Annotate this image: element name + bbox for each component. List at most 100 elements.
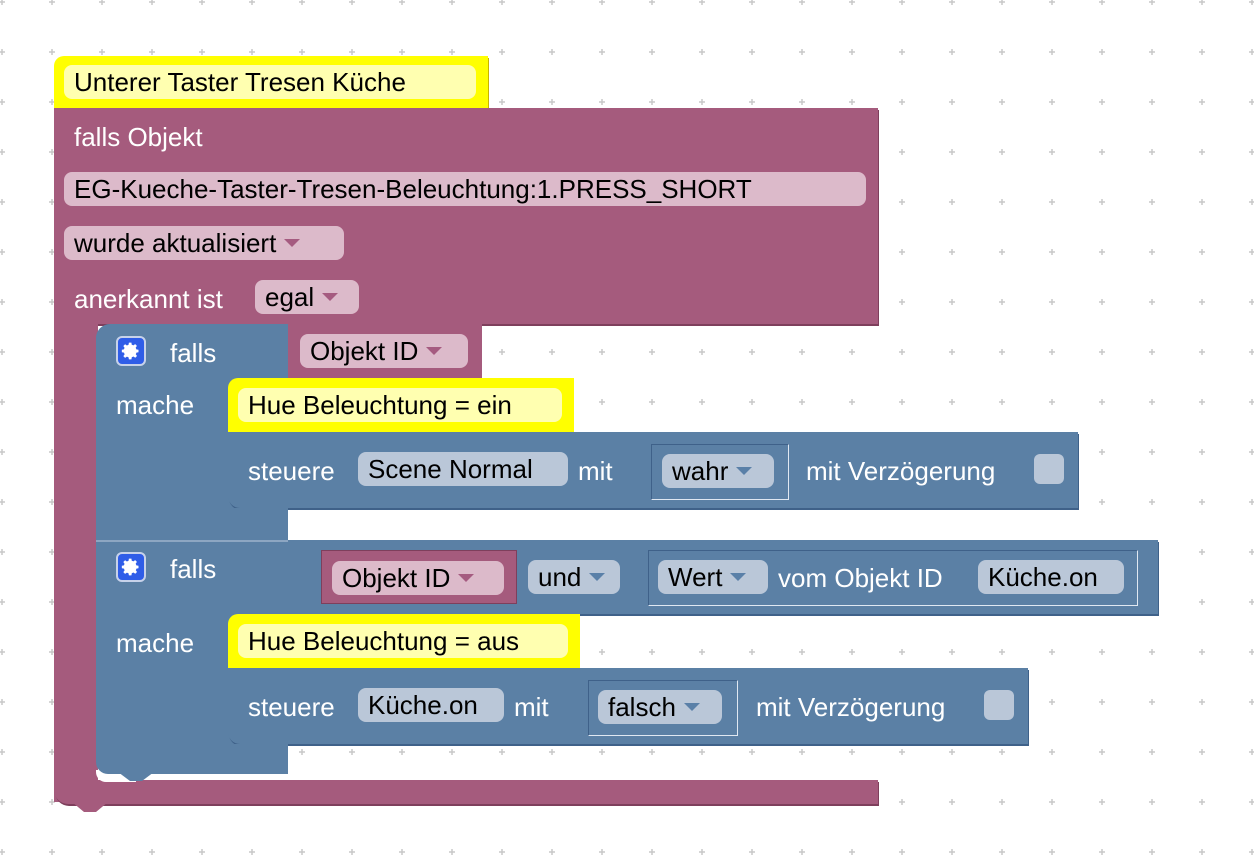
if1-value: wahr (672, 456, 729, 486)
if1-delay-checkbox[interactable] (1034, 454, 1064, 484)
grid-mark (999, 149, 1005, 155)
grid-mark (699, 49, 705, 55)
ack-label: anerkannt ist (74, 284, 223, 314)
grid-mark (0, 699, 5, 705)
if1-comment-block[interactable]: Hue Beleuchtung = ein (228, 378, 574, 432)
grid-mark (499, 749, 505, 755)
grid-mark (1199, 349, 1205, 355)
comment-block-top[interactable]: Unterer Taster Tresen Küche (54, 56, 488, 108)
grid-mark (1099, 799, 1105, 805)
if1-target-field[interactable]: Scene Normal (358, 452, 568, 486)
if2-right-object-field[interactable]: Küche.on (978, 560, 1124, 594)
if1-value-dropdown[interactable]: wahr (662, 454, 774, 488)
grid-mark (1049, 199, 1055, 205)
grid-mark (899, 649, 905, 655)
grid-mark (0, 249, 5, 255)
if2-value-dropdown[interactable]: falsch (598, 690, 722, 724)
grid-mark (1249, 399, 1254, 405)
grid-mark (749, 849, 755, 855)
grid-mark (0, 399, 5, 405)
grid-mark (599, 49, 605, 55)
grid-mark (999, 349, 1005, 355)
grid-mark (949, 849, 955, 855)
grid-mark (499, 349, 505, 355)
grid-mark (1049, 749, 1055, 755)
if2-right-socket (648, 550, 1138, 606)
delay-label: mit Verzögerung (756, 692, 946, 722)
gear-icon[interactable] (116, 552, 146, 582)
grid-mark (499, 99, 505, 105)
comment-text[interactable]: Unterer Taster Tresen Küche (64, 65, 476, 99)
if2-comment-text[interactable]: Hue Beleuchtung = aus (238, 624, 568, 658)
if2-right-prop-dropdown[interactable]: Wert (658, 560, 768, 594)
if2-bottom-notch (118, 772, 154, 781)
grid-mark (799, 99, 805, 105)
grid-mark (699, 99, 705, 105)
grid-mark (1249, 99, 1254, 105)
if2-value: falsch (608, 692, 676, 722)
grid-mark (949, 99, 955, 105)
if1-condition-block[interactable]: Objekt ID (288, 324, 482, 378)
if2-right-prop: Wert (668, 562, 723, 592)
if2-control-block[interactable]: steuere Küche.on mit falsch mit Verzöger… (228, 668, 1028, 744)
grid-mark (799, 399, 805, 405)
grid-mark (1199, 749, 1205, 755)
grid-mark (1249, 599, 1254, 605)
grid-mark (899, 49, 905, 55)
grid-mark (249, 849, 255, 855)
grid-mark (699, 649, 705, 655)
grid-mark (949, 249, 955, 255)
grid-mark (399, 749, 405, 755)
grid-mark (899, 0, 905, 5)
grid-mark (1199, 599, 1205, 605)
grid-mark (1049, 249, 1055, 255)
grid-mark (1149, 49, 1155, 55)
if1-comment-text[interactable]: Hue Beleuchtung = ein (238, 388, 562, 422)
grid-mark (399, 49, 405, 55)
grid-mark (1199, 49, 1205, 55)
grid-mark (1149, 299, 1155, 305)
grid-mark (799, 749, 805, 755)
object-id-field[interactable]: EG-Kueche-Taster-Tresen-Beleuchtung:1.PR… (64, 172, 866, 206)
grid-mark (1049, 99, 1055, 105)
gear-icon[interactable] (116, 336, 146, 366)
if2-left-dropdown[interactable]: Objekt ID (332, 561, 504, 595)
grid-mark (999, 649, 1005, 655)
grid-mark (49, 49, 55, 55)
condition-dropdown[interactable]: wurde aktualisiert (64, 226, 344, 260)
if2-value-socket (588, 680, 738, 736)
if2-condition-block[interactable]: Objekt ID und Wert vom Objekt ID Küche.o… (288, 540, 1158, 614)
grid-mark (0, 99, 5, 105)
grid-mark (1049, 349, 1055, 355)
if2-left-operand[interactable]: Objekt ID (321, 550, 517, 604)
grid-mark (1149, 799, 1155, 805)
grid-mark (1099, 0, 1105, 5)
grid-mark (49, 849, 55, 855)
grid-mark (949, 749, 955, 755)
grid-mark (1149, 399, 1155, 405)
grid-mark (999, 799, 1005, 805)
control-label: steuere (248, 692, 335, 722)
grid-mark (1149, 699, 1155, 705)
if1-condition-dropdown[interactable]: Objekt ID (300, 334, 468, 368)
grid-mark (1249, 649, 1254, 655)
trigger-block[interactable]: falls Objekt EG-Kueche-Taster-Tresen-Bel… (54, 108, 878, 324)
delay-label: mit Verzögerung (806, 456, 996, 486)
grid-mark (0, 349, 5, 355)
if2-target-field[interactable]: Küche.on (358, 688, 504, 722)
do-label: mache (116, 628, 195, 658)
grid-mark (1249, 449, 1254, 455)
grid-mark (1199, 449, 1205, 455)
if1-control-block[interactable]: steuere Scene Normal mit wahr mit Verzög… (228, 432, 1078, 508)
grid-mark (1199, 699, 1205, 705)
grid-mark (699, 0, 705, 5)
grid-mark (949, 49, 955, 55)
grid-mark (999, 199, 1005, 205)
if2-delay-checkbox[interactable] (984, 690, 1014, 720)
grid-mark (699, 399, 705, 405)
if2-operator-dropdown[interactable]: und (528, 560, 620, 594)
grid-mark (999, 0, 1005, 5)
ack-dropdown[interactable]: egal (255, 280, 359, 314)
if2-comment-block[interactable]: Hue Beleuchtung = aus (228, 614, 580, 668)
if2-operator-value: und (538, 562, 582, 592)
